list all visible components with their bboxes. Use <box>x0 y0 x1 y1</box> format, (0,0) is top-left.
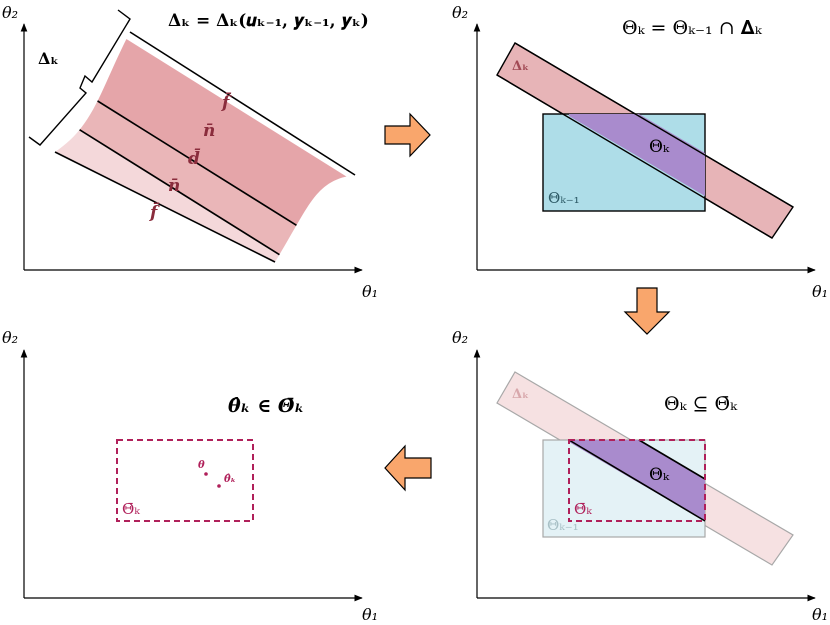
band-n-top <box>55 40 355 262</box>
outer-box-dashed <box>116 439 254 522</box>
band-label-n-top: n̄ <box>203 121 215 141</box>
band-f-bottom <box>55 170 355 262</box>
outer-box-label: Θ̄ₖ <box>574 500 592 518</box>
band-label-faded: 𝚫ₖ <box>512 387 529 402</box>
arrow-right <box>384 112 431 158</box>
panel3-formula: Θₖ ⊆ Θ̄ₖ <box>664 393 738 415</box>
intersection-edge <box>638 439 706 480</box>
panel2-formula: Θₖ = Θₖ₋₁ ∩ 𝚫ₖ <box>622 17 763 39</box>
arrow-down <box>623 287 671 335</box>
true-parameter-label: θ <box>198 460 205 471</box>
x-axis-label: θ₁ <box>812 605 828 624</box>
prior-set-label-faded: Θₖ₋₁ <box>547 516 579 534</box>
estimate-point <box>217 484 221 488</box>
x-axis-label: θ₁ <box>812 282 828 301</box>
x-axis-label: θ₁ <box>362 605 378 624</box>
arrow-left <box>384 444 432 492</box>
band-label-f-bottom: f̄ <box>149 202 160 223</box>
band-f-top <box>55 32 355 262</box>
intersection-label: Θₖ <box>649 465 670 485</box>
intersection-label: Θₖ <box>649 137 670 157</box>
band-label-d: d̄ <box>188 148 201 169</box>
band-label-f-top: f̄ <box>221 92 232 113</box>
y-axis-label: θ₂ <box>452 3 468 22</box>
band-edge <box>496 74 773 239</box>
band-label-n-bottom: n̄ <box>168 176 180 196</box>
y-axis-label: θ₂ <box>2 3 18 22</box>
lens-region <box>55 32 355 262</box>
outer-box-label: Θ̄ₖ <box>122 500 140 518</box>
outer-box-dashed <box>568 439 706 522</box>
brace <box>28 9 131 146</box>
panel-point-estimate: Θ̄ₖ θ θ̂ₖ θ̂ₖ ∈ Θ̄ₖ θ₁ θ₂ <box>2 328 378 624</box>
true-parameter-point <box>204 472 208 476</box>
band-edge <box>514 42 794 208</box>
panel-measurement-set: 𝚫ₖ 𝚫ₖ = 𝚫ₖ(𝒖ₖ₋₁, 𝒚ₖ₋₁, 𝒚ₖ) f̄ n̄ d̄ n̄ f… <box>2 3 378 301</box>
panel4-formula: θ̂ₖ ∈ Θ̄ₖ <box>228 395 304 417</box>
lens-edge-top <box>129 31 356 176</box>
band-label: 𝚫ₖ <box>512 59 529 74</box>
panel-intersection: 𝚫ₖ Θₖ Θₖ₋₁ Θₖ = Θₖ₋₁ ∩ 𝚫ₖ θ₁ θ₂ <box>452 3 828 301</box>
brace-label: 𝚫ₖ <box>38 49 59 68</box>
prior-set-label: Θₖ₋₁ <box>548 189 580 207</box>
x-axis-label: θ₁ <box>362 282 378 301</box>
y-axis-label: θ₂ <box>452 328 468 347</box>
y-axis-label: θ₂ <box>2 328 18 347</box>
panel-outer-approximation: 𝚫ₖ Θₖ Θ̄ₖ Θₖ₋₁ Θₖ ⊆ Θ̄ₖ θ₁ θ₂ <box>452 328 828 624</box>
intersection-edge <box>568 439 706 522</box>
estimate-label: θ̂ₖ <box>224 474 236 485</box>
panel1-formula: 𝚫ₖ = 𝚫ₖ(𝒖ₖ₋₁, 𝒚ₖ₋₁, 𝒚ₖ) <box>168 11 369 31</box>
lens-edge-bottom <box>54 151 276 263</box>
